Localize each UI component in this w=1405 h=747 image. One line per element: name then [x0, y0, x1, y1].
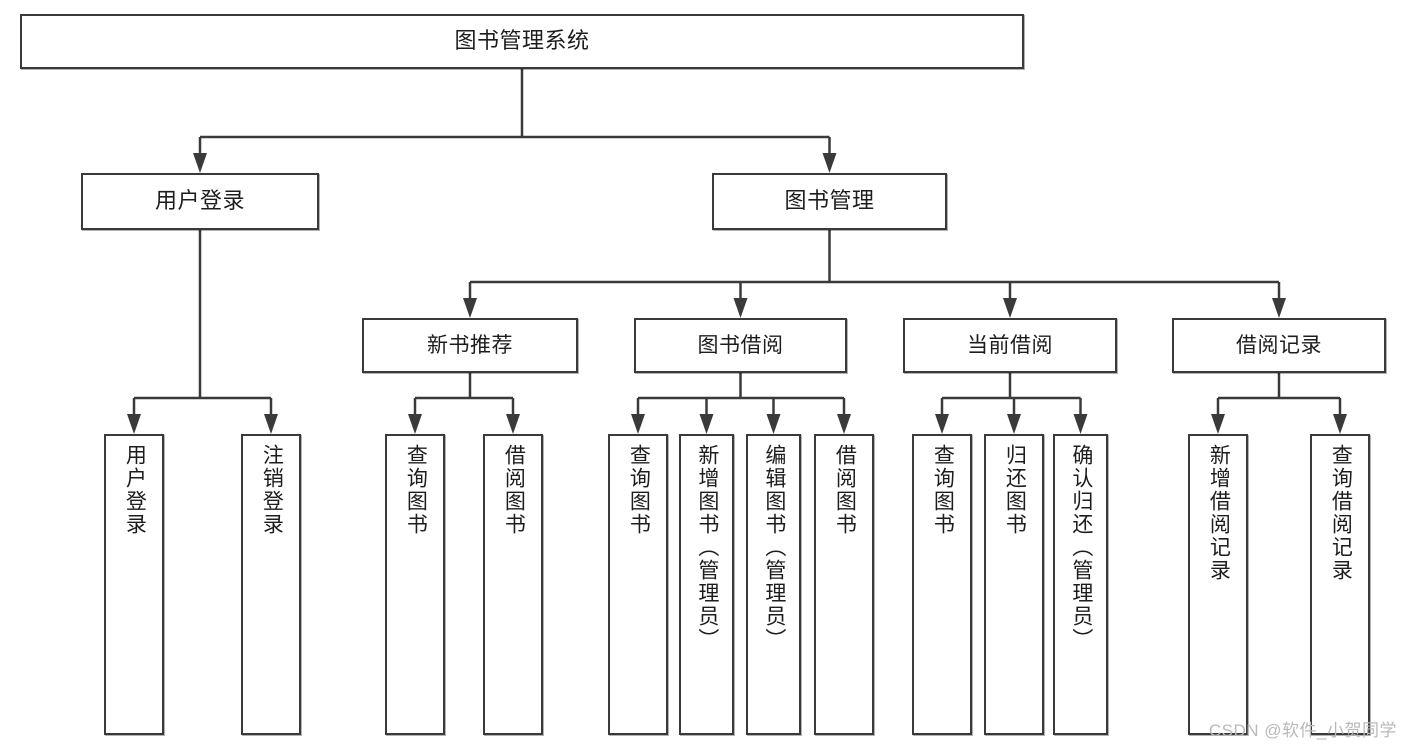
node-leaf-10[interactable]: 归还图书 [984, 434, 1044, 735]
node-user-login[interactable]: 用户登录 [81, 173, 319, 230]
node-leaf-11[interactable]: 确认归还（管理员） [1053, 434, 1108, 735]
arrowhead-icon [127, 414, 141, 434]
arrowhead-icon [733, 298, 748, 318]
node-leaf-2[interactable]: 注销登录 [241, 434, 301, 735]
node-label: 确认归还（管理员） [1069, 444, 1093, 651]
node-label: 编辑图书（管理员） [762, 444, 786, 651]
node-label: 用户登录 [123, 444, 147, 536]
node-leaf-3[interactable]: 查询图书 [385, 434, 445, 735]
node-leaf-1[interactable]: 用户登录 [104, 434, 164, 735]
node-leaf-12[interactable]: 新增借阅记录 [1188, 434, 1248, 735]
arrowhead-icon [1003, 298, 1017, 318]
node-label: 当前借阅 [967, 333, 1053, 357]
node-root[interactable]: 图书管理系统 [20, 14, 1024, 69]
arrowhead-icon [822, 153, 837, 173]
node-leaf-8[interactable]: 借阅图书 [814, 434, 874, 735]
node-label: 归还图书 [1003, 444, 1027, 536]
node-leaf-5[interactable]: 查询图书 [608, 434, 668, 735]
arrowhead-icon [506, 414, 520, 434]
node-label: 借阅图书 [833, 444, 857, 536]
node-book-manage[interactable]: 图书管理 [712, 173, 947, 230]
arrowhead-icon [1333, 414, 1347, 434]
csdn-watermark: CSDN @软件_小贺同学 [1208, 721, 1397, 740]
arrowhead-icon [699, 414, 714, 434]
node-label: 注销登录 [260, 444, 284, 536]
node-label: 新书推荐 [427, 333, 513, 357]
node-label: 借阅图书 [502, 444, 526, 536]
node-label: 图书管理 [784, 188, 875, 214]
arrowhead-icon [1272, 298, 1286, 318]
node-label: 查询图书 [931, 444, 955, 536]
arrowhead-icon [1007, 414, 1021, 434]
node-label: 查询图书 [627, 444, 651, 536]
arrowhead-icon [193, 153, 207, 173]
arrowhead-icon [631, 414, 645, 434]
node-label: 借阅记录 [1236, 333, 1322, 357]
arrowhead-icon [1073, 414, 1088, 434]
arrowhead-icon [408, 414, 422, 434]
node-label: 新增借阅记录 [1207, 444, 1231, 582]
node-label: 图书借阅 [697, 333, 784, 357]
arrowhead-icon [264, 414, 278, 434]
node-label: 用户登录 [154, 188, 245, 214]
node-leaf-13[interactable]: 查询借阅记录 [1310, 434, 1370, 735]
arrowhead-icon [463, 298, 477, 318]
node-label: 查询借阅记录 [1329, 444, 1353, 582]
arrowhead-icon [837, 414, 851, 434]
node-label: 新增图书（管理员） [695, 444, 719, 651]
arrowhead-icon [935, 414, 949, 434]
node-label: 图书管理系统 [454, 28, 590, 54]
arrowhead-icon [1211, 414, 1225, 434]
arrowhead-icon [766, 414, 781, 434]
node-book-borrow[interactable]: 图书借阅 [634, 318, 847, 373]
node-new-book-rec[interactable]: 新书推荐 [362, 318, 578, 373]
node-leaf-4[interactable]: 借阅图书 [483, 434, 543, 735]
node-leaf-6[interactable]: 新增图书（管理员） [679, 434, 734, 735]
node-leaf-9[interactable]: 查询图书 [912, 434, 972, 735]
node-current-borrow[interactable]: 当前借阅 [903, 318, 1117, 373]
node-borrow-record[interactable]: 借阅记录 [1172, 318, 1386, 373]
node-leaf-7[interactable]: 编辑图书（管理员） [746, 434, 801, 735]
node-label: 查询图书 [404, 444, 428, 536]
